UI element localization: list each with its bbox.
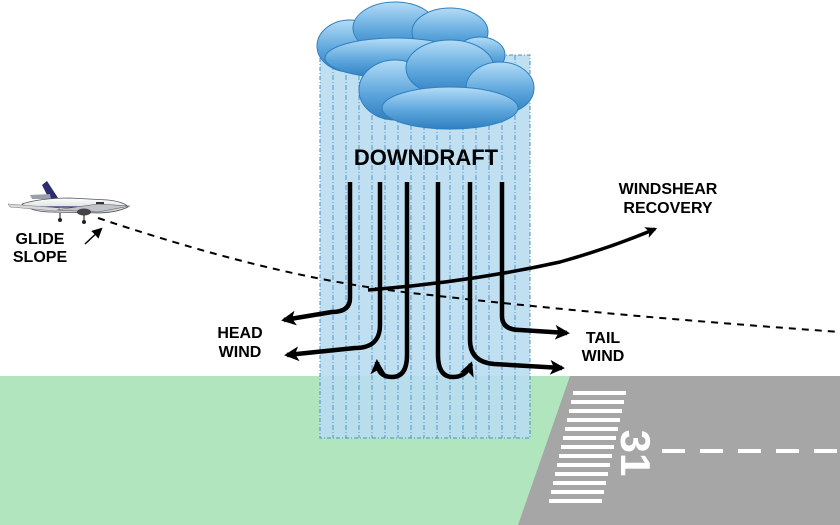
glide-slope-label-line2: SLOPE: [13, 249, 68, 266]
glide-slope-label-line1: GLIDE: [16, 231, 65, 248]
storm-cloud-icon: [316, 1, 535, 130]
downdraft-label: DOWNDRAFT: [354, 145, 499, 170]
tail-wind-label-line2: WIND: [582, 348, 625, 365]
windshear-recovery-label-line2: RECOVERY: [623, 200, 713, 217]
inner-left-curl-arrow: [370, 182, 410, 380]
runway-number: 31: [612, 430, 659, 477]
windshear-recovery-arrow: [367, 227, 658, 292]
runway-threshold-markings: [549, 391, 626, 503]
glide-slope-pointer: [84, 227, 103, 245]
head-wind-lower-arrow: [284, 182, 383, 362]
glide-slope-line: [97, 217, 840, 333]
inner-right-curl-arrow: [435, 182, 474, 380]
turboprop-airplane-icon: [7, 181, 131, 224]
windshear-recovery-label-line1: WINDSHEAR: [619, 181, 718, 198]
head-wind-upper-arrow: [281, 182, 353, 326]
tail-wind-lower-arrow: [467, 182, 565, 375]
downdraft-flow-arrows: [281, 182, 570, 380]
tail-wind-upper-arrow: [499, 182, 570, 340]
head-wind-label-line2: WIND: [219, 344, 262, 361]
head-wind-label-line1: HEAD: [217, 325, 262, 342]
tail-wind-label-line1: TAIL: [586, 330, 621, 347]
